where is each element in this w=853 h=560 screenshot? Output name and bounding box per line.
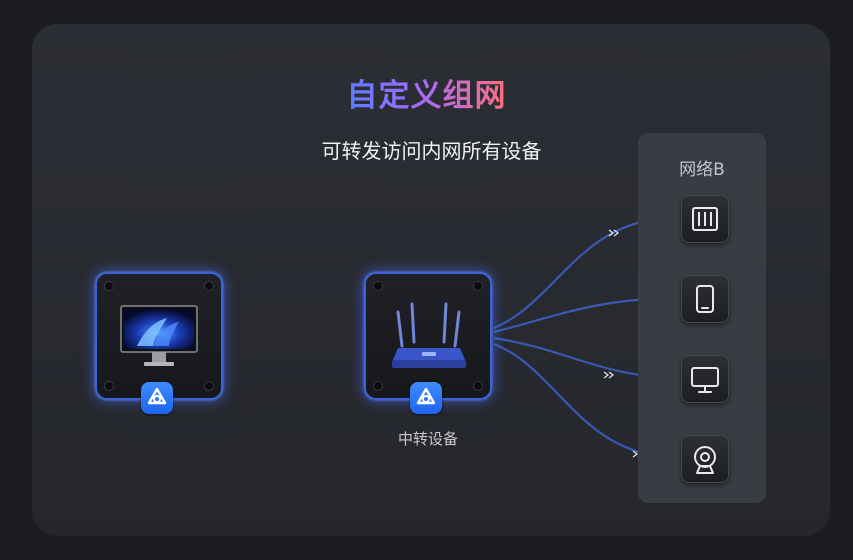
network-b-device-webcam (681, 435, 729, 483)
page-title: 自定义组网 (346, 78, 507, 114)
network-b-device-monitor (681, 355, 729, 403)
nas-icon (692, 207, 718, 231)
rainbow-link-bundle (222, 317, 364, 354)
source-computer-box (95, 272, 223, 400)
relay-logo-badge (410, 382, 442, 414)
router-icon (392, 302, 466, 368)
relay-device-label: 中转设备 (397, 430, 458, 448)
desktop-computer-icon (120, 305, 198, 366)
relay-router-box (364, 272, 492, 400)
app-logo-icon (416, 387, 436, 405)
network-b-title: 网络B (679, 160, 725, 180)
app-logo-badge (141, 382, 173, 414)
phone-icon (696, 285, 714, 313)
page-subtitle: 可转发访问内网所有设备 (321, 139, 542, 163)
network-b-device-nas (681, 195, 729, 243)
webcam-icon (694, 446, 716, 474)
app-logo-icon (147, 387, 167, 405)
network-b-device-phone (681, 275, 729, 323)
monitor-icon (691, 367, 719, 393)
